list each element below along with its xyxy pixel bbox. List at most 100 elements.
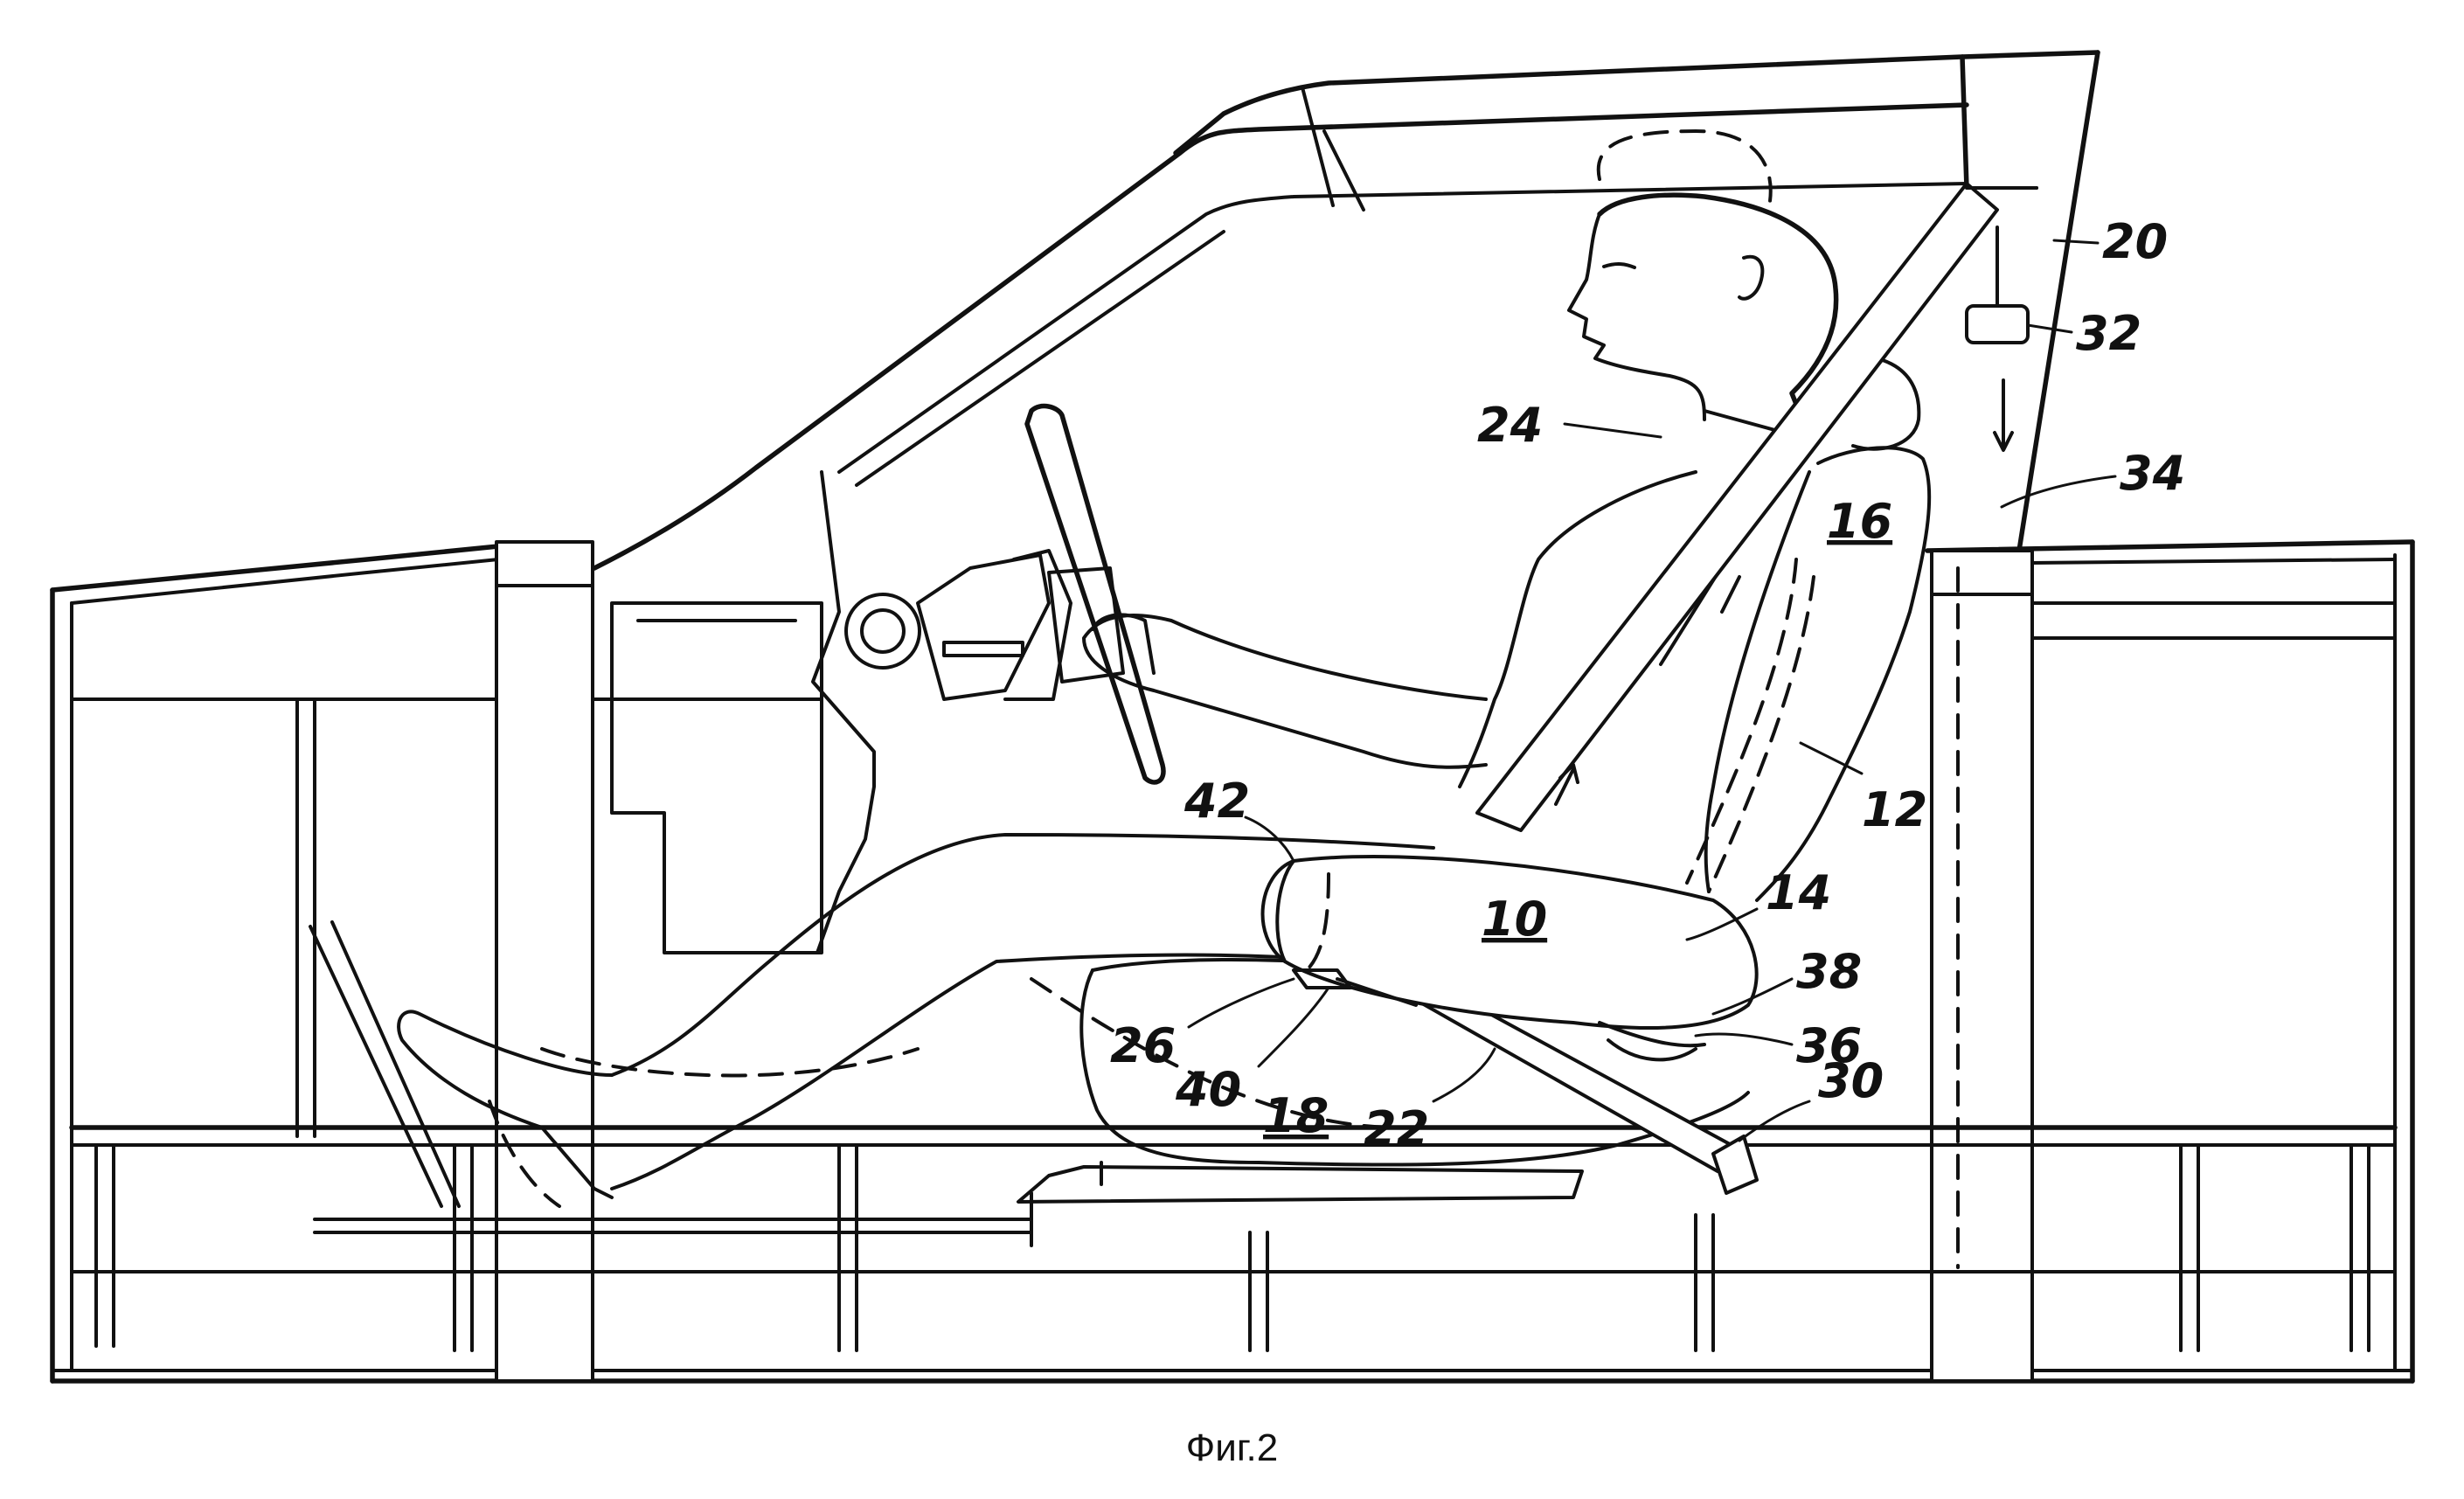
- hand: [1091, 613, 1156, 675]
- leader-14: [1685, 907, 1759, 941]
- label-18: 18: [1263, 1088, 1329, 1143]
- buckle-36: [1607, 1038, 1697, 1062]
- torso-front: [1458, 470, 1697, 788]
- frame-post-1: [94, 1143, 115, 1348]
- label-38: 38: [1796, 944, 1862, 999]
- leader-38: [1711, 977, 1794, 1016]
- steering-column-housing: [811, 470, 876, 954]
- foot-front: [397, 1010, 614, 1199]
- airbag-hidden-end: [1305, 872, 1330, 972]
- label-30: 30: [1818, 1053, 1884, 1108]
- thigh-lower: [610, 953, 1357, 1190]
- restraint-system: [1260, 182, 2038, 1195]
- steering-column-collar: [1003, 549, 1072, 701]
- windshield-frame: [592, 102, 1969, 571]
- anchor-strap-40: [1336, 977, 1418, 1007]
- label-40: 40: [1175, 1062, 1241, 1117]
- a-pillar: [495, 540, 594, 1383]
- floor-frame: [69, 920, 2398, 1352]
- label-20: 20: [2102, 214, 2168, 269]
- label-36: 36: [1796, 1018, 1862, 1073]
- figure-caption: Фиг.2: [1185, 1426, 1279, 1469]
- windshield-pillar-inner: [855, 230, 1225, 487]
- retractor-arrow-head: [1993, 431, 2014, 452]
- roof-seam-1: [1301, 86, 1335, 207]
- label-22: 22: [1364, 1101, 1429, 1156]
- shoulder-belt: [1475, 182, 1999, 832]
- belt-arrow: [1554, 767, 1575, 806]
- label-12: 12: [1862, 782, 1927, 837]
- leader-32: [2026, 323, 2073, 334]
- steering-column: [916, 553, 1051, 701]
- seat-track: [1017, 1165, 1584, 1204]
- leader-30: [1738, 1100, 1811, 1142]
- steering-assembly: [610, 403, 1166, 954]
- thigh-upper: [610, 833, 1435, 1077]
- label-26: 26: [1110, 1018, 1176, 1073]
- belt-arrow-upper: [1720, 575, 1741, 614]
- airbag-end-42: [1275, 859, 1295, 963]
- leader-lines: [1187, 239, 2117, 1142]
- head-ghost-outline: [1596, 128, 1773, 203]
- arm: [1082, 614, 1488, 769]
- ear: [1738, 254, 1765, 301]
- label-16: 16: [1827, 494, 1892, 549]
- reference-numerals: 20 32 34 24 16 12 42 10 14 38 36 26 40 1…: [1110, 214, 2185, 1156]
- steering-lever: [942, 641, 1024, 657]
- leader-26: [1187, 977, 1295, 1029]
- leader-24: [1563, 422, 1662, 439]
- foot-hidden: [488, 1100, 561, 1208]
- thigh-hidden: [1030, 977, 1400, 1129]
- vehicle-body: [50, 50, 2415, 1384]
- head-outline: [1597, 192, 1839, 440]
- retractor-32: [1965, 304, 2030, 344]
- frame-post-2: [453, 1143, 474, 1352]
- belt-tongue-38: [1598, 1021, 1706, 1048]
- steering-wheel-pad: [1047, 566, 1125, 684]
- leg-hidden: [540, 1047, 920, 1078]
- hood-line: [50, 544, 501, 593]
- instrument-panel: [610, 601, 823, 954]
- b-pillar-top: [1960, 54, 1969, 191]
- seat-cushion: [1079, 968, 1750, 1167]
- roof-line: [1173, 50, 2100, 156]
- leader-22: [1432, 1047, 1496, 1103]
- frame-post-3: [837, 1143, 858, 1352]
- frame-post-7: [2349, 1143, 2370, 1352]
- rear-roof-pillar: [2016, 50, 2100, 553]
- hood-line-inner: [70, 558, 500, 605]
- label-14: 14: [1766, 865, 1831, 920]
- leader-40: [1257, 986, 1330, 1068]
- label-34: 34: [2120, 446, 2185, 501]
- b-pillar-post: [1930, 549, 2034, 1383]
- seat-back-hidden-1: [1685, 558, 1798, 885]
- belt-buckle-30: [1711, 1135, 1759, 1195]
- leader-20: [2052, 239, 2100, 245]
- a-pillar-post: [495, 540, 594, 1383]
- label-10: 10: [1482, 892, 1547, 947]
- frame-post-6: [2179, 1143, 2200, 1352]
- steering-wheel-rim: [1024, 403, 1166, 785]
- label-32: 32: [2076, 306, 2141, 361]
- steering-hub: [844, 593, 921, 670]
- label-24: 24: [1477, 398, 1543, 453]
- face-profile: [1567, 212, 1706, 421]
- leader-12: [1799, 741, 1864, 775]
- steering-hub-inner: [860, 608, 906, 654]
- roof-seam-2: [1322, 129, 1365, 212]
- seat-back-hidden-2: [1707, 575, 1815, 893]
- leader-42: [1244, 815, 1295, 863]
- belt-arrow-head: [1558, 763, 1579, 784]
- frame-post-5: [1694, 1213, 1715, 1352]
- leader-36: [1694, 1032, 1794, 1046]
- seat-back-outline: [1755, 446, 1932, 902]
- b-pillar: [1930, 549, 2034, 1383]
- seat: [1017, 354, 1932, 1247]
- label-42: 42: [1183, 774, 1250, 829]
- anchor-26: [1292, 968, 1352, 989]
- windshield-inner: [837, 182, 1968, 474]
- front-brace: [309, 920, 461, 1208]
- leader-34: [2000, 475, 2117, 509]
